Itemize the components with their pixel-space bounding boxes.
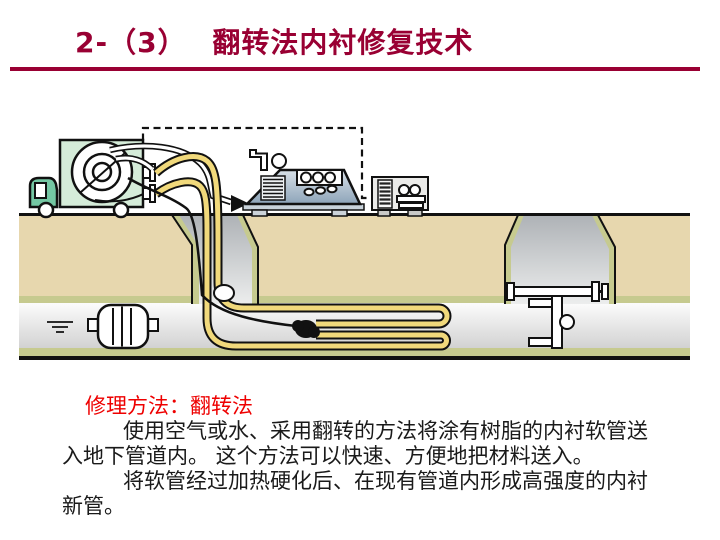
cab-window xyxy=(34,182,47,199)
reel-truck xyxy=(28,138,156,219)
gauge-icon xyxy=(312,171,324,184)
caption-line: 入地下管道内。 这个方法可以快速、方便地把材料送入。 xyxy=(62,444,594,468)
pipe-plug xyxy=(87,303,159,350)
gauge-icon xyxy=(324,171,336,184)
knob-icon xyxy=(326,184,338,194)
caption-heading: 修理方法：翻转法 xyxy=(85,394,253,418)
winch-brace xyxy=(506,281,609,302)
ground-line xyxy=(19,213,690,216)
generator-unit xyxy=(371,176,429,217)
control-cable xyxy=(141,126,372,200)
slide-title: 2-（3） 翻转法内衬修复技术 xyxy=(75,26,474,59)
title-underline xyxy=(10,67,700,71)
caption-line: 新管。 xyxy=(62,494,125,518)
boiler-unit xyxy=(242,149,365,217)
right-manhole xyxy=(504,214,616,304)
inversion-lining-diagram xyxy=(19,126,690,360)
knob-icon xyxy=(303,187,315,197)
caption-line: 将软管经过加热硬化后、在现有管道内形成高强度的内衬 xyxy=(123,469,648,493)
chimney xyxy=(249,149,268,171)
caption-line: 使用空气或水、采用翻转的方法将涂有树脂的内衬软管送 xyxy=(123,419,648,443)
flow-arrow-icon xyxy=(231,195,249,212)
truck-wheel xyxy=(112,201,130,219)
truck-wheel xyxy=(37,201,55,219)
guide-roller xyxy=(213,284,235,302)
liner-hose xyxy=(127,152,452,351)
knob-icon xyxy=(315,186,326,195)
steam-hose xyxy=(109,142,249,212)
pull-rope xyxy=(127,176,297,328)
gauge-icon xyxy=(300,171,312,184)
groundwater-icon xyxy=(47,321,73,333)
pipe-end-fixture xyxy=(528,295,575,349)
caption-block: 修理方法：翻转法 使用空气或水、采用翻转的方法将涂有树脂的内衬软管送 入地下管道… xyxy=(62,394,702,519)
